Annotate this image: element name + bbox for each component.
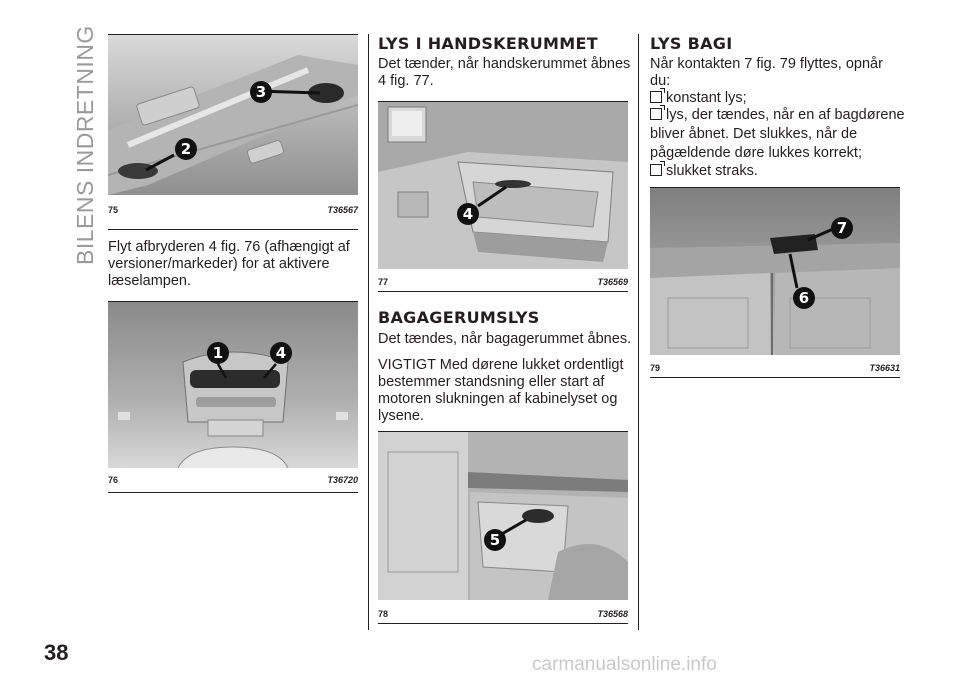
checkbox-bullet-icon bbox=[650, 105, 665, 120]
column-divider-1 bbox=[368, 34, 369, 630]
figure-number: 76 bbox=[108, 475, 119, 485]
list-item-text: konstant lys; bbox=[666, 90, 747, 106]
text-line: motoren slukningen af kabinelyset og bbox=[378, 391, 618, 407]
figure-75: 3 2 75 T36567 bbox=[108, 34, 358, 230]
figure-77-illustration bbox=[378, 102, 628, 269]
text-line: Flyt afbryderen 4 fig. 76 (afhængigt af bbox=[108, 239, 350, 255]
figure-code: T36569 bbox=[597, 277, 628, 287]
list-item-text: lys, der tændes, når en af bagdørene bbox=[666, 107, 905, 123]
paragraph-glovebox-light: Det tænder, når handskerummet åbnes 4 fi… bbox=[378, 56, 633, 90]
page-number: 38 bbox=[44, 640, 69, 665]
text-line: du: bbox=[650, 73, 671, 89]
callout-2: 2 bbox=[175, 138, 197, 160]
text-line: Når kontakten 7 fig. 79 flyttes, opnår bbox=[650, 56, 883, 72]
paragraph-rear-light-intro: Når kontakten 7 fig. 79 flyttes, opnår d… bbox=[650, 56, 900, 90]
text-line: lysene. bbox=[378, 408, 424, 424]
figure-75-illustration bbox=[108, 35, 358, 195]
text-line: bestemmer standsning eller start af bbox=[378, 374, 605, 390]
checkbox-bullet-icon bbox=[650, 88, 665, 103]
heading-luggage-light: BAGAGERUMSLYS bbox=[378, 308, 540, 327]
checkbox-bullet-icon bbox=[650, 161, 665, 176]
heading-rear-light: LYS BAGI bbox=[650, 34, 733, 53]
paragraph-reading-lamp: Flyt afbryderen 4 fig. 76 (afhængigt af … bbox=[108, 239, 363, 290]
callout-6: 6 bbox=[793, 287, 815, 309]
paragraph-luggage-light: Det tændes, når bagagerummet åbnes. bbox=[378, 331, 633, 348]
figure-number: 77 bbox=[378, 277, 389, 287]
section-title-text: BILENS INDRETNING bbox=[72, 25, 98, 265]
list-item: lys, der tændes, når en af bagdørene bli… bbox=[650, 105, 905, 162]
figure-number: 78 bbox=[378, 609, 389, 619]
paragraph-important: VIGTIGT Med dørene lukket ordentligt bes… bbox=[378, 357, 633, 425]
text-line: Det tændes, når bagagerummet åbnes. bbox=[378, 331, 632, 347]
list-item: slukket straks. bbox=[650, 161, 900, 180]
text-line: versioner/markeder) for at aktivere bbox=[108, 256, 330, 272]
callout-4: 4 bbox=[270, 342, 292, 364]
callout-1: 1 bbox=[207, 342, 229, 364]
list-item-text: bliver åbnet. Det slukkes, når de bbox=[650, 126, 858, 142]
figure-number: 79 bbox=[650, 363, 661, 373]
callout-3: 3 bbox=[250, 81, 272, 103]
callout-5: 5 bbox=[484, 529, 506, 551]
heading-glovebox-light: LYS I HANDSKERUMMET bbox=[378, 34, 598, 53]
figure-code: T36568 bbox=[597, 609, 628, 619]
column-divider-2 bbox=[638, 34, 639, 630]
callout-7: 7 bbox=[831, 217, 853, 239]
figure-code: T36631 bbox=[869, 363, 900, 373]
text-line: VIGTIGT Med dørene lukket ordentligt bbox=[378, 357, 624, 373]
figure-79: 7 6 79 T36631 bbox=[650, 187, 900, 378]
text-line: læselampen. bbox=[108, 273, 192, 289]
callout-4: 4 bbox=[457, 203, 479, 225]
section-title: BILENS INDRETNING bbox=[44, 25, 98, 265]
figure-76-illustration bbox=[108, 302, 358, 468]
list-item: konstant lys; bbox=[650, 88, 900, 107]
text-line: 4 fig. 77. bbox=[378, 73, 434, 89]
list-item-text: slukket straks. bbox=[666, 163, 758, 179]
figure-77: 4 77 T36569 bbox=[378, 101, 628, 292]
text-line: Det tænder, når handskerummet åbnes bbox=[378, 56, 631, 72]
figure-number: 75 bbox=[108, 205, 119, 215]
watermark: carmanualsonline.info bbox=[532, 654, 717, 675]
figure-code: T36567 bbox=[327, 205, 358, 215]
figure-code: T36720 bbox=[327, 475, 358, 485]
figure-78: 5 78 T36568 bbox=[378, 431, 628, 624]
figure-78-illustration bbox=[378, 432, 628, 600]
figure-79-illustration bbox=[650, 188, 900, 355]
list-item-text: pågældende døre lukkes korrekt; bbox=[650, 145, 862, 161]
figure-76: 1 4 76 T36720 bbox=[108, 301, 358, 493]
